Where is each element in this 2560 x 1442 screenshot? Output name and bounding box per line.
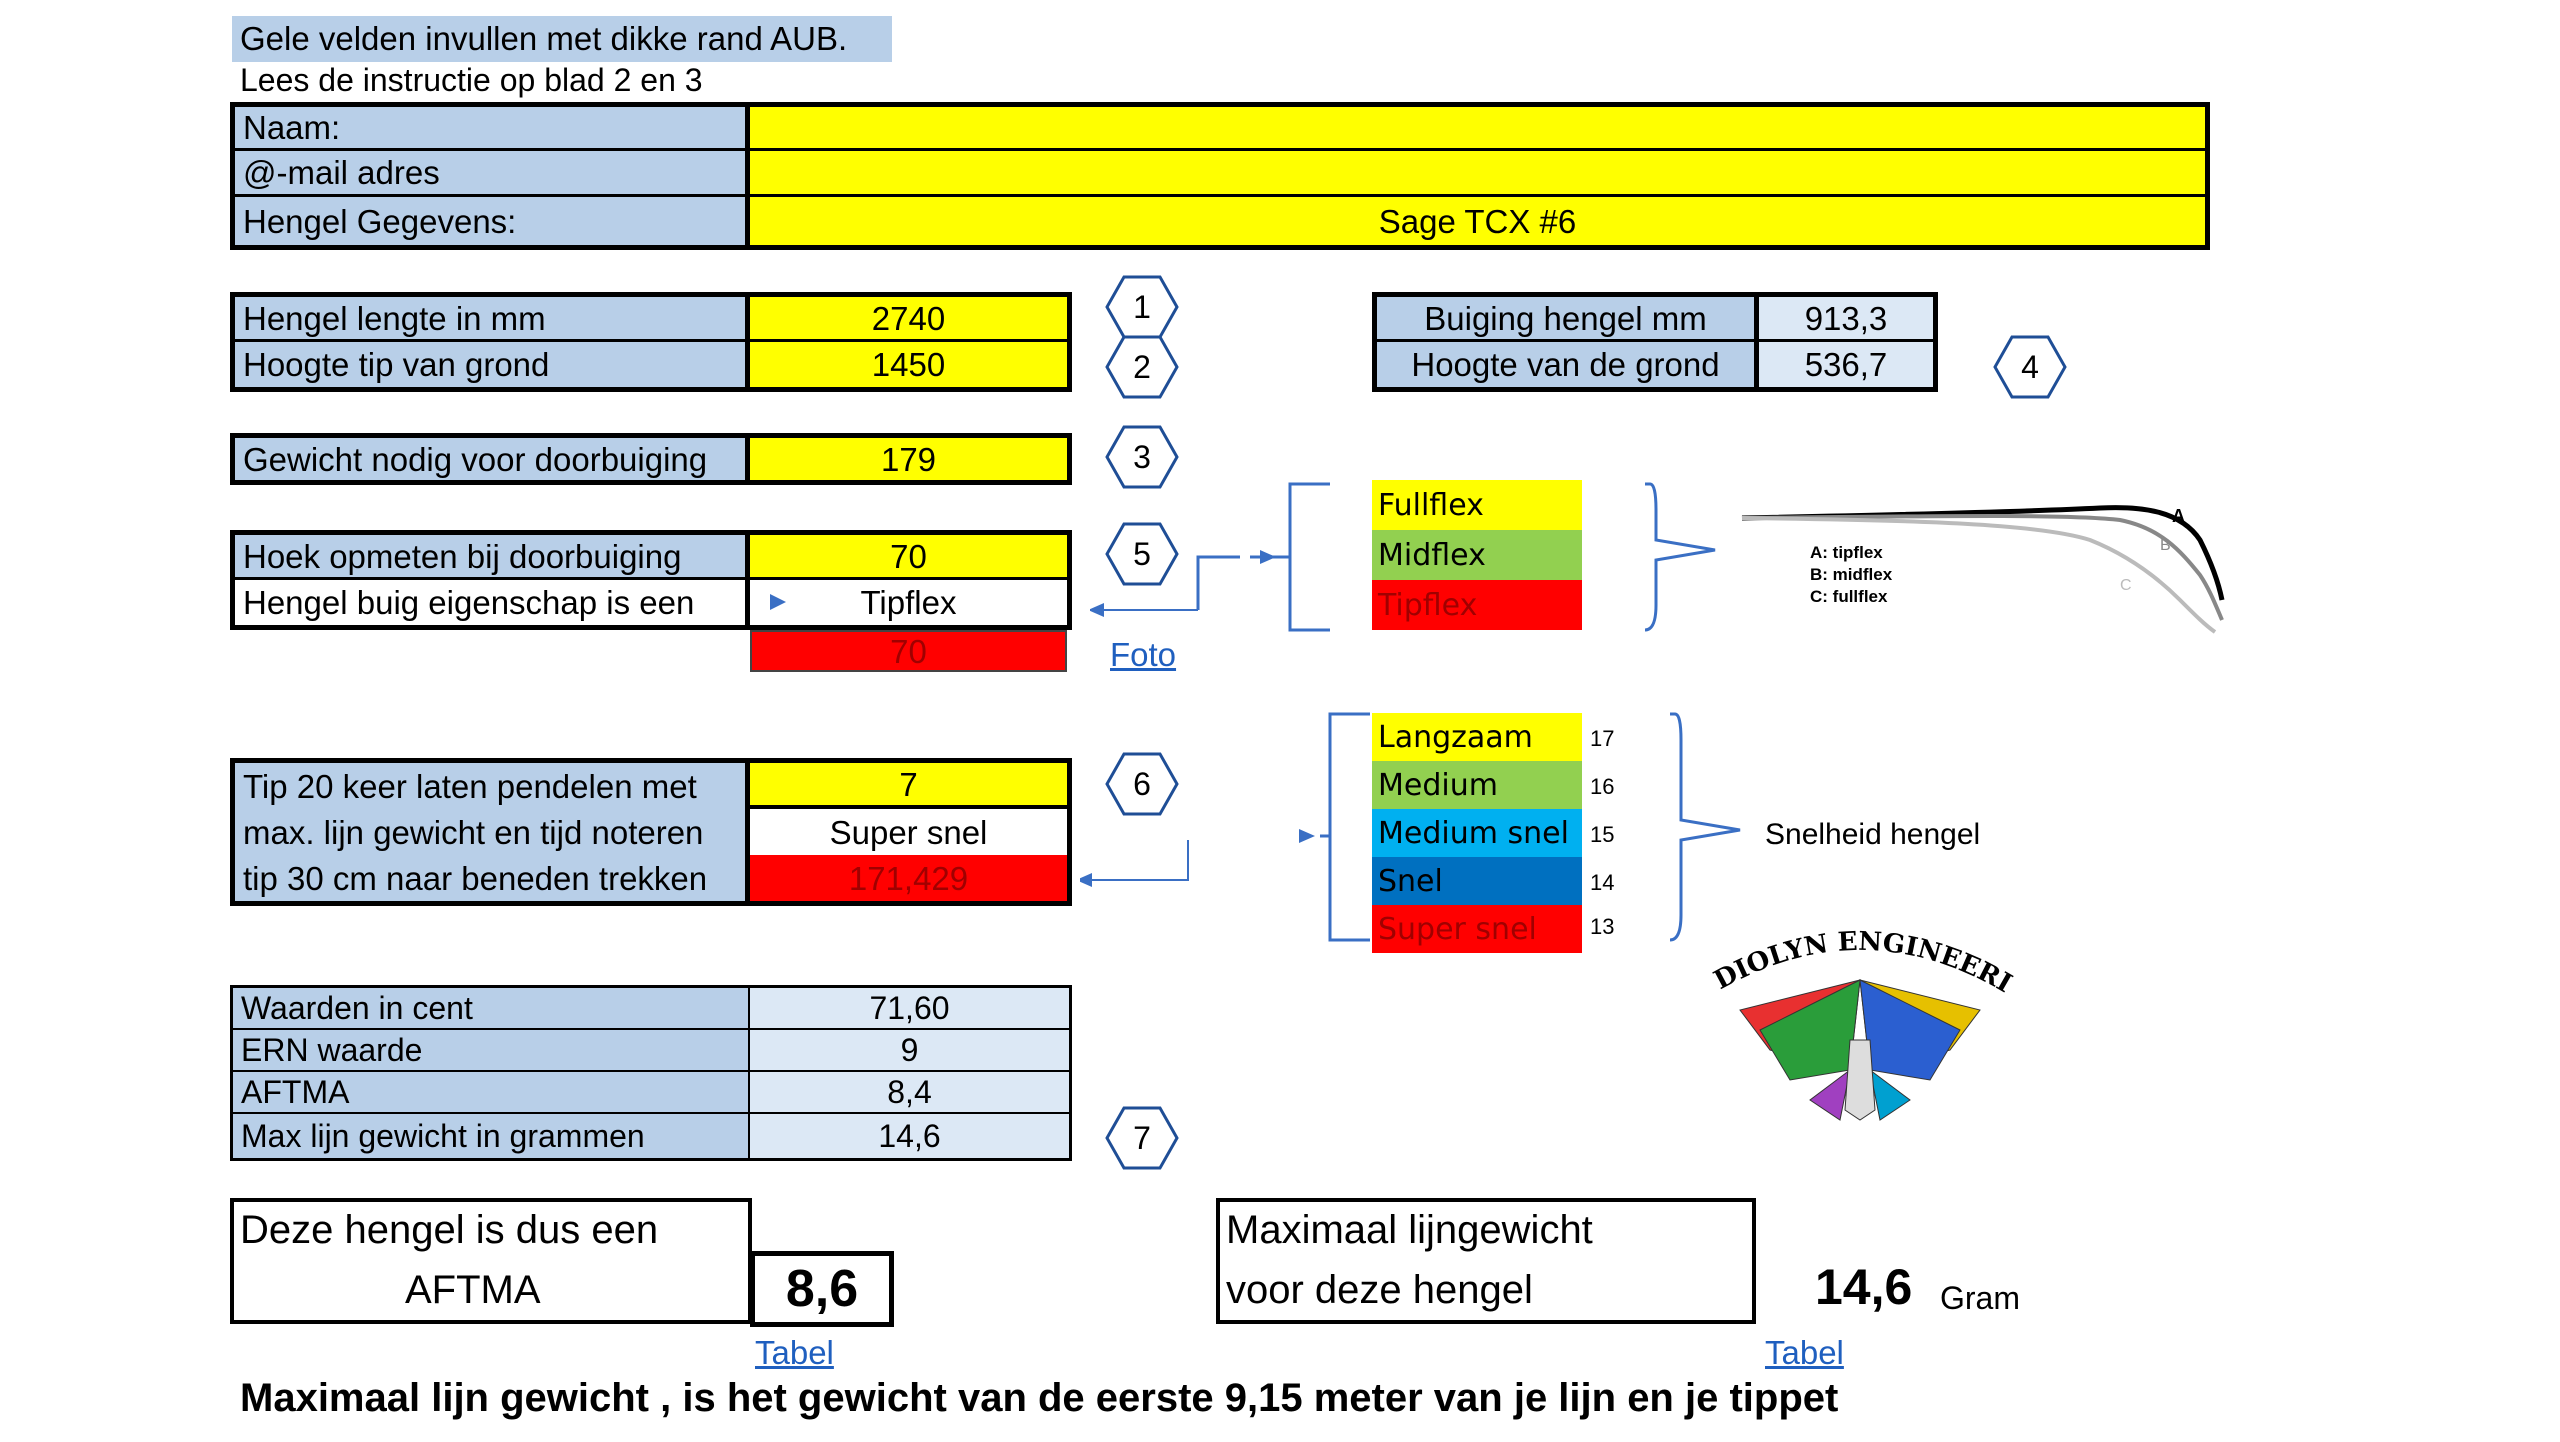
rod-flex-diagram: A B C A: tipflex B: midflex C: fullflex xyxy=(1741,505,2225,634)
speed-swatch-super-snel: Super snel xyxy=(1372,905,1582,953)
cent-value: 71,60 xyxy=(750,988,1069,1030)
flex-dropdown-arrow[interactable] xyxy=(770,594,786,610)
ern-value: 9 xyxy=(750,1030,1069,1072)
results-block xyxy=(230,985,1072,1161)
weight-field[interactable]: 179 xyxy=(750,438,1067,480)
email-field[interactable] xyxy=(750,151,2205,197)
header-title: Gele velden invullen met dikke rand AUB. xyxy=(232,16,892,62)
max-value: 14,6 xyxy=(750,1114,1069,1158)
angle-block xyxy=(230,530,1072,630)
max-weight-summary-box xyxy=(1216,1198,1756,1324)
flex-swatch-fullflex: Fullflex xyxy=(1372,480,1582,530)
max-weight-big-value: 14,6 xyxy=(1815,1259,1913,1315)
pendel-calc-value: 171,429 xyxy=(750,855,1067,901)
bend-value: 913,3 xyxy=(1759,297,1933,342)
speed-num-15: 15 xyxy=(1590,822,1615,847)
flex-connectors xyxy=(1090,482,1716,632)
height-value: 536,7 xyxy=(1759,342,1933,387)
angle-label: Hoek opmeten bij doorbuiging xyxy=(235,535,750,580)
bend-block xyxy=(1372,292,1938,392)
rod-field[interactable]: Sage TCX #6 xyxy=(750,197,2205,245)
cent-label: Waarden in cent xyxy=(233,988,750,1030)
name-field[interactable] xyxy=(750,107,2205,151)
tabel-link-2[interactable]: Tabel xyxy=(1765,1334,1844,1371)
aftma-summary-line2: AFTMA xyxy=(405,1268,541,1312)
weight-block xyxy=(230,433,1072,485)
flex-label: Hengel buig eigenschap is een xyxy=(235,580,750,625)
speed-num-16: 16 xyxy=(1590,774,1615,799)
svg-text:A: tipflex: A: tipflex xyxy=(1810,543,1883,562)
tip-label: Hoogte tip van grond xyxy=(235,342,750,387)
speed-num-14: 14 xyxy=(1590,870,1615,895)
foto-link[interactable]: Foto xyxy=(1110,636,1177,673)
step-marker-3: 3 xyxy=(1105,425,1179,489)
svg-text:C: C xyxy=(2120,577,2132,594)
speed-swatch-medium: Medium xyxy=(1372,761,1582,809)
length-label: Hengel lengte in mm xyxy=(235,297,750,342)
pendel-line2: max. lijn gewicht en tijd noteren xyxy=(235,809,750,855)
flex-calc: 70 xyxy=(750,630,1067,672)
flex-swatch-midflex: Midflex xyxy=(1372,530,1582,580)
max-weight-line2: voor deze hengel xyxy=(1226,1268,1533,1312)
tip-field[interactable]: 1450 xyxy=(750,342,1067,387)
header-subtitle: Lees de instructie op blad 2 en 3 xyxy=(240,62,703,98)
info-block xyxy=(230,102,2210,250)
tabel-link-1[interactable]: Tabel xyxy=(755,1334,834,1371)
svg-text:B: midflex: B: midflex xyxy=(1810,565,1893,584)
email-label: @-mail adres xyxy=(235,151,750,197)
step-marker-5: 5 xyxy=(1105,522,1179,586)
step-marker-6: 6 xyxy=(1105,752,1179,816)
aftma-value: 8,4 xyxy=(750,1072,1069,1114)
angle-field[interactable]: 70 xyxy=(750,535,1067,580)
speed-swatch-medium-snel: Medium snel xyxy=(1372,809,1582,857)
flex-value: Tipflex xyxy=(750,580,1067,625)
height-label: Hoogte van de grond xyxy=(1377,342,1759,387)
max-label: Max lijn gewicht in grammen xyxy=(233,1114,750,1158)
aftma-summary-line1: Deze hengel is dus een xyxy=(240,1208,659,1252)
bend-label: Buiging hengel mm xyxy=(1377,297,1759,342)
speed-num-13: 13 xyxy=(1590,914,1615,939)
name-label: Naam: xyxy=(235,107,750,151)
speed-connectors xyxy=(1080,712,1741,942)
weight-label: Gewicht nodig voor doorbuiging xyxy=(235,438,750,480)
footer-note: Maximaal lijn gewicht , is het gewicht v… xyxy=(240,1376,1839,1420)
step-marker-1: 1 xyxy=(1105,275,1179,339)
length-block xyxy=(230,292,1072,392)
aftma-big-value: 8,6 xyxy=(750,1251,894,1327)
diolyn-logo: DIOLYN ENGINEERING xyxy=(1700,920,2017,1121)
step-marker-7: 7 xyxy=(1105,1106,1179,1170)
speed-swatch-snel: Snel xyxy=(1372,857,1582,905)
svg-text:A: A xyxy=(2172,506,2185,526)
rod-label: Hengel Gegevens: xyxy=(235,197,750,245)
flex-swatch-tipflex: Tipflex xyxy=(1372,580,1582,630)
pendel-line3: tip 30 cm naar beneden trekken xyxy=(235,855,750,901)
max-weight-line1: Maximaal lijngewicht xyxy=(1226,1208,1593,1252)
length-field[interactable]: 2740 xyxy=(750,297,1067,342)
ern-label: ERN waarde xyxy=(233,1030,750,1072)
max-weight-unit: Gram xyxy=(1940,1280,2020,1316)
step-marker-2: 2 xyxy=(1105,335,1179,399)
speed-swatch-langzaam: Langzaam xyxy=(1372,713,1582,761)
pendel-count-field[interactable]: 7 xyxy=(750,763,1067,809)
speed-num-17: 17 xyxy=(1590,726,1615,751)
svg-text:B: B xyxy=(2160,537,2171,554)
speed-caption: Snelheid hengel xyxy=(1765,818,1981,851)
aftma-label: AFTMA xyxy=(233,1072,750,1114)
pendel-line1: Tip 20 keer laten pendelen met xyxy=(235,763,750,809)
svg-text:C: fullflex: C: fullflex xyxy=(1810,587,1888,606)
pendel-speed-value: Super snel xyxy=(750,809,1067,855)
step-marker-4: 4 xyxy=(1993,335,2067,399)
pendel-block xyxy=(230,758,1072,906)
